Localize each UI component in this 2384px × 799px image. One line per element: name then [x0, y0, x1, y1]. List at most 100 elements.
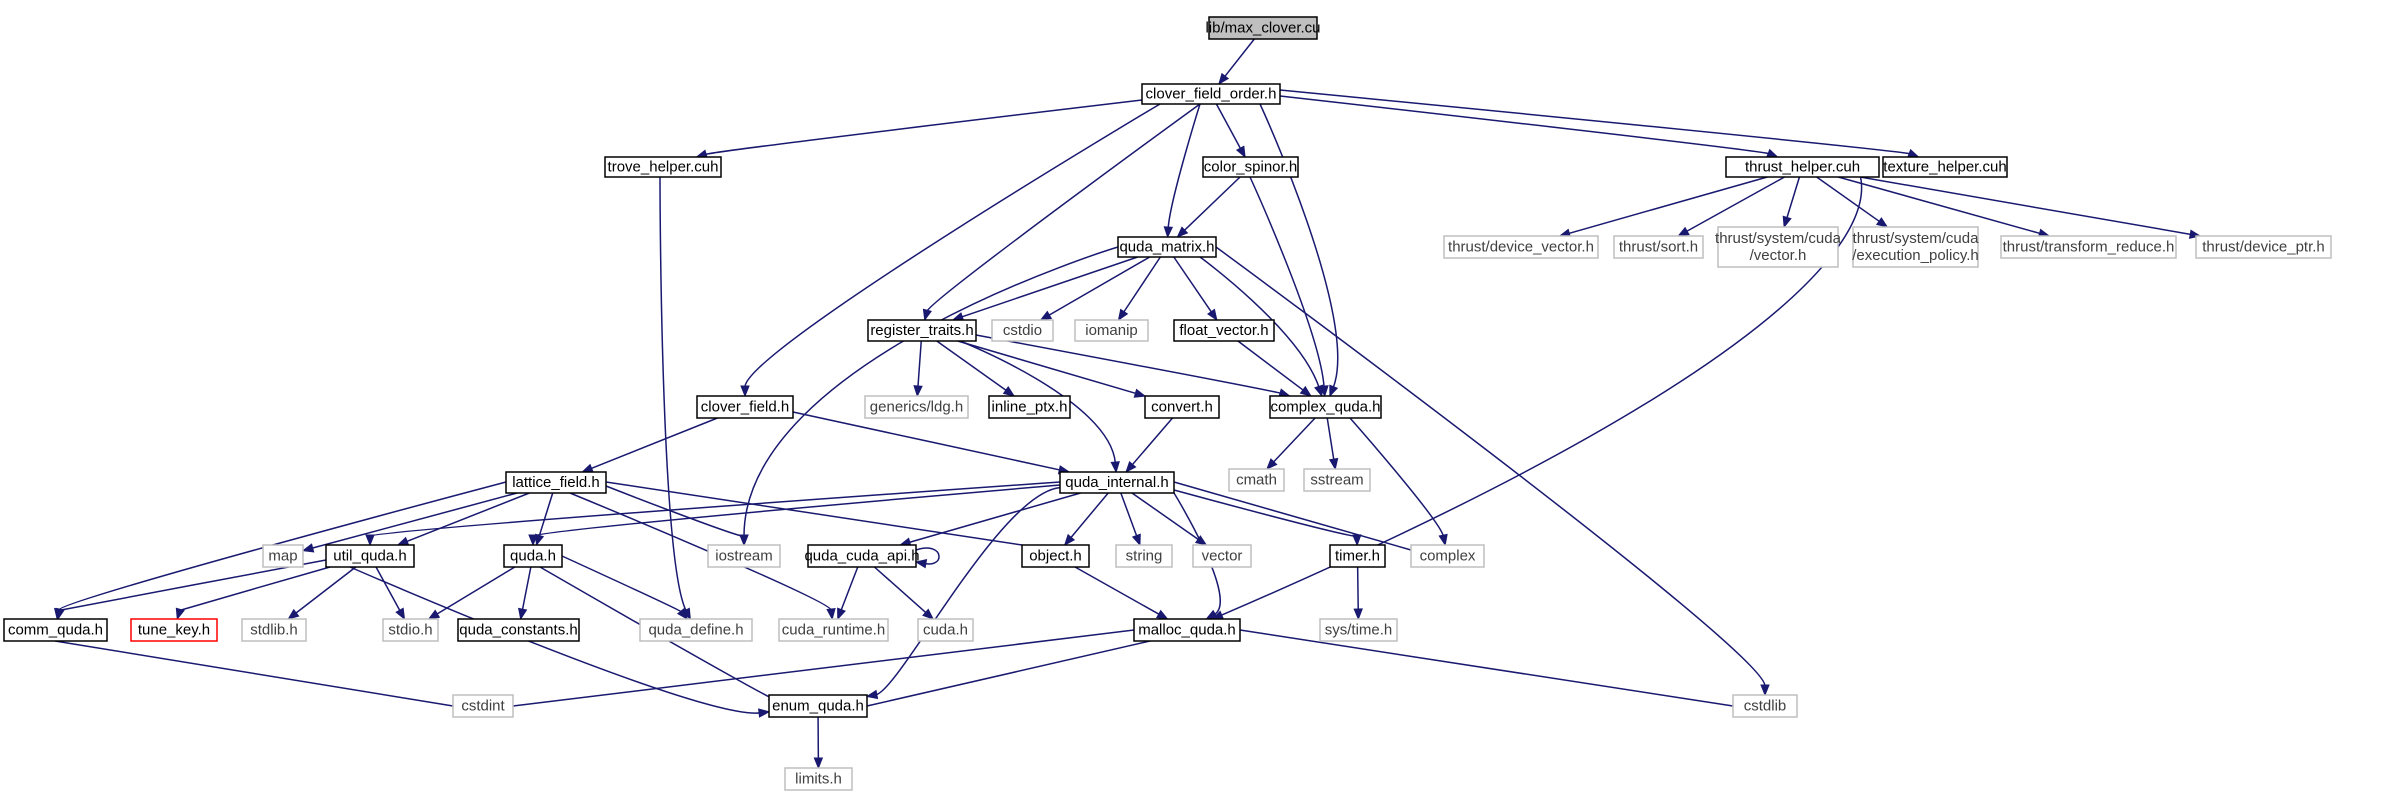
edge-arrowhead: [1125, 460, 1137, 474]
edge-max_clover-to-clover_field_order: [1218, 38, 1255, 86]
edge-quda_internal-to-quda_cuda_api: [898, 492, 1081, 547]
edge-arrowhead: [1352, 534, 1362, 547]
edge-arrowhead: [740, 385, 750, 398]
node-float-vector[interactable]: float_vector.h: [1173, 319, 1275, 342]
edge-arrowhead: [287, 608, 300, 620]
edge-arrowhead: [175, 607, 185, 621]
edge-arrowhead: [1176, 226, 1189, 238]
node-sys-time: sys/time.h: [1319, 618, 1398, 642]
node-clover-field[interactable]: clover_field.h: [696, 395, 794, 419]
edge-lattice_field-to-iostream: [605, 485, 749, 547]
edge-arrowhead: [1155, 609, 1169, 620]
node-cuda-runtime: cuda_runtime.h: [778, 618, 889, 642]
edge-quda_h-to-quda_define: [561, 555, 689, 621]
edge-clover_field_order-to-thrust_helper: [1279, 95, 1779, 158]
node-label: clover_field.h: [701, 399, 789, 416]
node-quda-h[interactable]: quda.h: [503, 544, 563, 568]
node-box: [864, 395, 969, 419]
node-texture-helper[interactable]: texture_helper.cuh: [1882, 156, 2008, 178]
edge-line: [873, 566, 927, 614]
node-max-clover[interactable]: lib/max_clover.cu: [1205, 16, 1321, 40]
node-register-traits[interactable]: register_traits.h: [867, 319, 977, 342]
node-label: map: [268, 548, 297, 565]
edge-complex_quda-to-cmath: [1265, 417, 1316, 470]
edge-quda_internal-to-timer: [1173, 489, 1362, 547]
edge-line: [512, 629, 1135, 707]
node-box: [1882, 156, 2008, 178]
node-cstdint: cstdint: [452, 694, 514, 718]
edge-arrowhead: [758, 708, 771, 718]
edge-register_traits-to-convert: [957, 340, 1147, 398]
node-thrust-helper[interactable]: thrust_helper.cuh: [1725, 156, 1880, 178]
edge-line: [659, 176, 687, 612]
node-box: [262, 544, 304, 568]
edge-clover_field-to-quda_internal: [792, 411, 1071, 475]
edge-line: [349, 566, 761, 714]
node-clover-field-order[interactable]: clover_field_order.h: [1141, 83, 1281, 105]
edge-arrowhead: [1218, 72, 1230, 86]
node-color-spinor[interactable]: color_spinor.h: [1202, 156, 1299, 178]
node-quda-constants[interactable]: quda_constants.h: [457, 618, 580, 642]
edge-arrowhead: [837, 607, 846, 621]
edge-timer-to-sys_time: [1353, 566, 1363, 621]
node-cstdlib: cstdlib: [1732, 694, 1798, 718]
edge-clover_field-to-lattice_field: [581, 417, 718, 473]
edge-quda_internal-to-string: [1120, 492, 1141, 547]
node-malloc-quda[interactable]: malloc_quda.h: [1133, 618, 1241, 642]
node-cuda-h: cuda.h: [917, 618, 974, 642]
node-iomanip: iomanip: [1074, 319, 1149, 342]
node-label: thrust/transform_reduce.h: [2003, 239, 2175, 256]
node-trove-helper[interactable]: trove_helper.cuh: [604, 156, 722, 178]
node-box: [1144, 395, 1220, 419]
node-box: [382, 618, 439, 642]
edge-line: [569, 492, 832, 611]
edge-quda_matrix-to-cstdlib: [1215, 246, 1770, 697]
edge-arrowhead: [1131, 533, 1141, 547]
node-util-quda[interactable]: util_quda.h: [325, 544, 415, 568]
node-box: [503, 544, 563, 568]
edge-arrowhead: [913, 385, 923, 398]
edge-line: [1167, 103, 1201, 229]
node-label: clover_field_order.h: [1146, 86, 1277, 103]
edge-arrowhead: [1039, 310, 1053, 321]
node-complex-quda[interactable]: complex_quda.h: [1269, 395, 1382, 419]
edge-arrowhead: [865, 689, 879, 700]
edge-util_quda-to-stdlib: [287, 566, 357, 620]
edge-arrowhead: [55, 607, 65, 621]
node-label: quda_internal.h: [1065, 474, 1168, 491]
node-label: quda_cuda_api.h: [804, 548, 919, 565]
node-box: [130, 618, 218, 642]
edge-arrowhead: [922, 308, 933, 322]
node-box: [1303, 468, 1371, 492]
node-quda-internal[interactable]: quda_internal.h: [1059, 471, 1175, 494]
edge-line: [1237, 340, 1305, 392]
node-lattice-field[interactable]: lattice_field.h: [505, 471, 607, 494]
edge-line: [1326, 417, 1335, 461]
node-box: [1192, 544, 1252, 568]
edge-arrowhead: [1265, 458, 1278, 470]
node-object[interactable]: object.h: [1021, 544, 1090, 568]
node-tune-key[interactable]: tune_key.h: [130, 618, 218, 642]
edge-quda_matrix-to-iomanip: [1117, 256, 1161, 322]
node-cstdio: cstdio: [991, 319, 1054, 342]
edge-line: [1239, 629, 1734, 707]
node-convert[interactable]: convert.h: [1144, 395, 1220, 419]
node-quda-matrix[interactable]: quda_matrix.h: [1117, 236, 1217, 258]
edge-quda_internal-to-quda_h: [528, 484, 1061, 547]
edge-arrowhead: [396, 536, 410, 546]
edge-object-to-malloc_quda: [1074, 566, 1169, 620]
node-enum-quda[interactable]: enum_quda.h: [768, 694, 868, 718]
node-quda-cuda-api[interactable]: quda_cuda_api.h: [804, 544, 920, 568]
edge-line: [436, 566, 516, 615]
node-label: iostream: [715, 548, 773, 565]
edge-color_spinor-to-quda_matrix: [1176, 176, 1241, 238]
node-timer[interactable]: timer.h: [1329, 544, 1386, 568]
node-label: /vector.h: [1750, 247, 1807, 264]
node-comm-quda[interactable]: comm_quda.h: [3, 618, 108, 642]
node-stdlib: stdlib.h: [241, 618, 307, 642]
node-map: map: [262, 544, 304, 568]
node-inline-ptx[interactable]: inline_ptx.h: [988, 395, 1071, 419]
edge-register_traits-to-quda_internal: [959, 340, 1120, 474]
node-quda-define: quda_define.h: [639, 618, 753, 642]
node-box: [784, 767, 853, 791]
